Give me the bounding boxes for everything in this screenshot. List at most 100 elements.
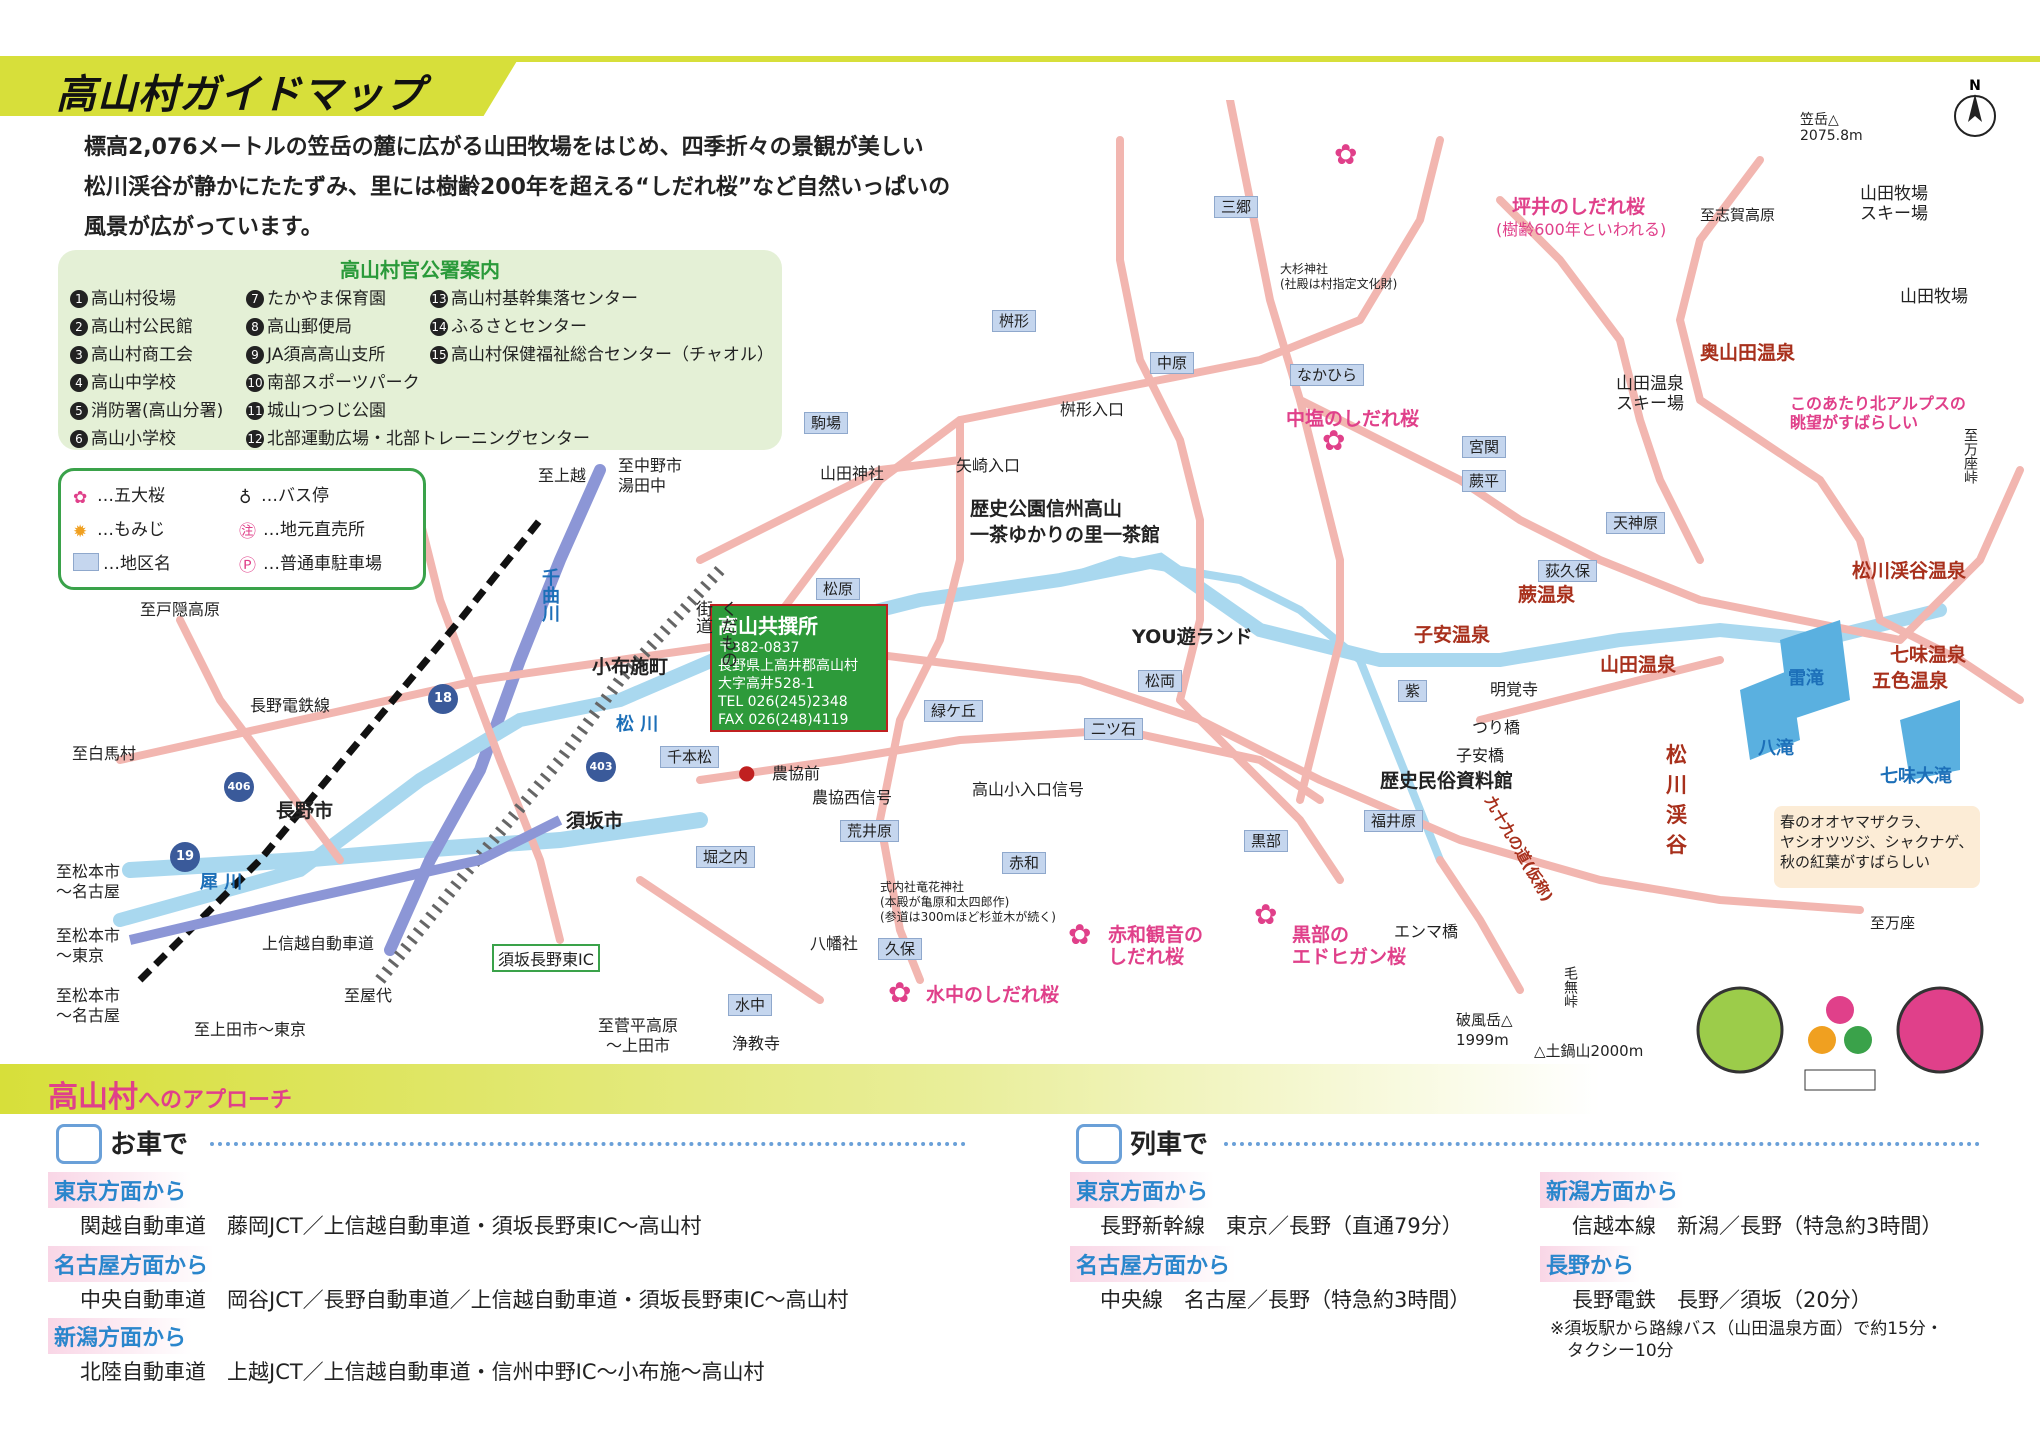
district-label: 黒部 — [1244, 830, 1289, 852]
to-matsumoto-nagoya-label-2: 至松本市 〜名古屋 — [56, 986, 121, 1025]
office-marker-icon: ● — [738, 760, 756, 784]
koyasu-bridge-label: 子安橋 — [1456, 746, 1505, 765]
sakura-mizunaka-label: 水中のしだれ桜 — [926, 984, 1060, 1006]
district-label: 駒場 — [804, 412, 849, 434]
obuse-label: 小布施町 — [592, 656, 669, 678]
onsen-matsukawa: 松川渓谷温泉 — [1852, 560, 1967, 582]
district-label: 赤和 — [1002, 852, 1047, 874]
waterfall-hachi: 八滝 — [1758, 738, 1794, 759]
matsukawa-label: 松 川 — [616, 714, 659, 735]
to-matsumoto-nagoya-label: 至松本市 〜名古屋 — [56, 862, 121, 901]
sakura-nakashio-label: 中塩のしだれ桜 — [1286, 408, 1420, 430]
village-mascot-icon — [1696, 986, 1984, 1091]
sakura-tsuboi-label: 坪井のしだれ桜 — [1512, 196, 1646, 218]
car-route-text: 北陸自動車道 上越JCT／上信越自動車道・信州中野IC〜小布施〜高山村 — [80, 1360, 765, 1384]
district-icon — [73, 553, 99, 571]
parking-icon: Ⓟ — [239, 556, 256, 576]
direct-sale-icon: ㊟ — [239, 522, 256, 542]
legend-item: Ⓟ…普通車駐車場 — [239, 549, 382, 576]
car-icon — [56, 1124, 102, 1164]
kasadake-label: 笠岳△ 2075.8m — [1800, 112, 1863, 144]
sakura-kurobe-label: 黒部の エドヒガン桜 — [1292, 924, 1407, 968]
hahafuse-label: 破風岳△ 1999m — [1456, 1011, 1513, 1049]
yamada-farm-label: 山田牧場 — [1900, 287, 1968, 307]
car-route-text: 関越自動車道 藤岡JCT／上信越自動車道・須坂長野東IC〜高山村 — [80, 1214, 702, 1238]
yamada-onsen-ski-label: 山田温泉 スキー場 — [1616, 374, 1684, 414]
district-label: 二ツ石 — [1084, 718, 1144, 740]
to-yashiro-label: 至屋代 — [344, 986, 393, 1005]
title-bar: 高山村ガイドマップ — [0, 56, 2040, 118]
train-route-text: 長野新幹線 東京／長野（直通79分） — [1100, 1214, 1463, 1238]
page-title: 高山村ガイドマップ — [56, 72, 425, 118]
district-label: 宮関 — [1462, 436, 1507, 458]
bus-stop-icon: ♁ — [239, 488, 252, 508]
you-land-label: YOU遊ランド — [1132, 626, 1253, 648]
approach-title: 高山村へのアプローチ — [48, 1080, 293, 1115]
joshinetsu-label: 上信越自動車道 — [262, 934, 375, 953]
district-label: 蕨平 — [1462, 470, 1507, 492]
train-route-text: 長野電鉄 長野／須坂（20分） — [1572, 1288, 1872, 1312]
village-map — [113, 100, 2024, 1004]
saikawa-label: 犀 川 — [200, 872, 243, 893]
route-406-icon: 406 — [224, 772, 254, 802]
to-ueda-label: 至上田市〜東京 — [194, 1020, 307, 1039]
intro-line: 標高2,076メートルの笠岳の麓に広がる山田牧場をはじめ、四季折々の景観が美しい — [84, 135, 924, 160]
keikoku-note: 春のオオヤマザクラ、 ヤシオツツジ、シャクナゲ、 秋の紅葉がすばらしい — [1774, 806, 1980, 888]
joshinetsu-expressway — [128, 815, 563, 945]
office-name: 高山共撰所 — [718, 614, 818, 638]
nokyo-signal-label: 農協西信号 — [812, 788, 893, 807]
jr-line — [137, 517, 543, 983]
divider — [1224, 1142, 1980, 1150]
yamada-ski-label: 山田牧場 スキー場 — [1860, 184, 1928, 224]
car-heading: お車で — [110, 1130, 189, 1160]
matsukawa-river — [113, 552, 1947, 927]
onsen-yamada: 山田温泉 — [1600, 654, 1677, 676]
matsukawa-keikoku-label: 松 川 渓 谷 — [1666, 743, 1687, 857]
district-label: 福井原 — [1364, 810, 1424, 832]
district-label: 荒井原 — [840, 820, 900, 842]
approach-band — [0, 1064, 1600, 1114]
yazaki-label: 矢崎入口 — [956, 456, 1021, 475]
district-label: 緑ケ丘 — [924, 700, 984, 722]
district-label: 堀之内 — [696, 846, 756, 868]
route-403-icon: 403 — [586, 752, 616, 782]
district-label: 水中 — [728, 994, 773, 1016]
waterfall-icons — [1740, 620, 1960, 780]
onsen-shichimi: 七味温泉 — [1890, 644, 1967, 666]
office-info-box: 高山共撰所 〒382-0837 長野県上高井郡高山村 大字高井528-1 TEL… — [710, 604, 888, 732]
train-heading: 列車で — [1130, 1130, 1209, 1160]
to-shiga-label: 至志賀高原 — [1700, 206, 1776, 224]
roads — [116, 100, 2024, 1004]
kudamono-kaido-label: くだもの 街道 — [692, 600, 737, 668]
district-label: 明覚寺 — [1490, 680, 1539, 699]
train-note: ※須坂駅から路線バス（山田温泉方面）で約15分・ タクシー10分 — [1550, 1319, 1943, 1361]
saikawa-river — [122, 812, 708, 878]
museum-label: 歴史民俗資料館 — [1380, 770, 1514, 792]
title-underline — [0, 56, 2040, 62]
office-postal: 〒382-0837 — [718, 640, 800, 656]
momiji-icon: ✹ — [73, 522, 88, 542]
to-hakuba-label: 至白馬村 — [72, 744, 137, 763]
sakura-icon: ✿ — [1322, 424, 1346, 457]
district-label: 天神原 — [1606, 512, 1666, 534]
divider — [210, 1142, 966, 1150]
to-joetsu-label: 至上越 — [538, 466, 587, 485]
train-route-from: 新潟方面から — [1540, 1172, 1685, 1208]
to-matsumoto-tokyo-label: 至松本市 〜東京 — [56, 926, 121, 965]
nagano-city-label: 長野市 — [276, 800, 334, 822]
legend-item: ✿…五大桜 — [73, 486, 165, 508]
train-route-text: 中央線 名古屋／長野（特急約3時間） — [1100, 1288, 1471, 1312]
intro-text: 標高2,076メートルの笠岳の麓に広がる山田牧場をはじめ、四季折々の景観が美しい… — [84, 128, 984, 248]
district-label: 松両 — [1138, 670, 1183, 692]
office-address: 長野県上高井郡高山村 — [718, 658, 858, 674]
onsen-goshiki: 五色温泉 — [1872, 670, 1949, 692]
shikinai-label: 式内社竜花神社 (本殿が亀原和太四郎作) (参道は300mほど杉並木が続く) — [880, 880, 1056, 924]
sakura-icon: ✿ — [73, 488, 88, 508]
